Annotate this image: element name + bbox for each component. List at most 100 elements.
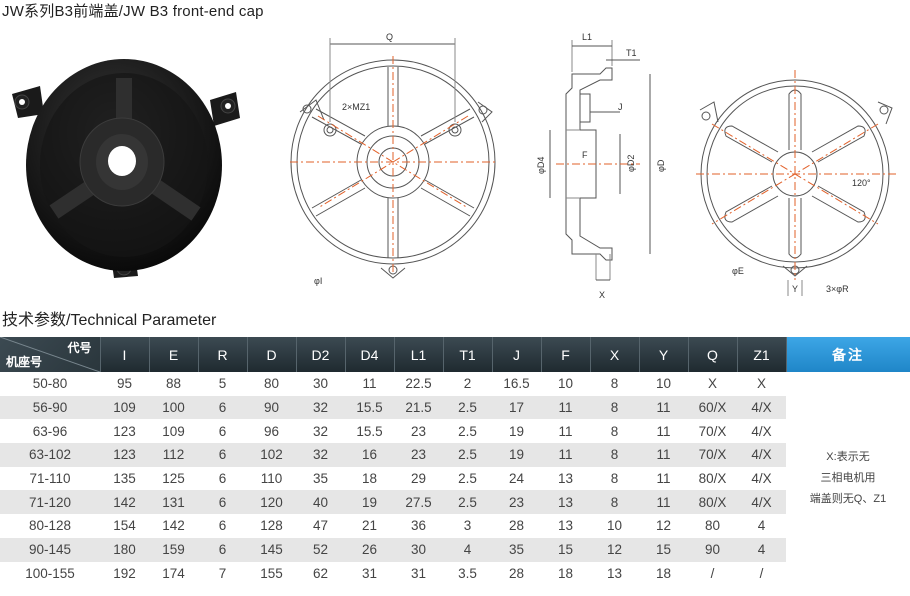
table-cell: 2.5: [443, 490, 492, 515]
table-cell: 30: [296, 372, 345, 396]
table-cell: 100: [149, 395, 198, 420]
table-cell: 154: [100, 514, 149, 538]
table-cell: 10: [639, 372, 688, 396]
table-cell: 88: [149, 372, 198, 396]
table-cell: 17: [492, 395, 541, 420]
table-cell: 11: [541, 443, 590, 467]
table-cell: 31: [394, 561, 443, 586]
table-cell: 31: [345, 561, 394, 586]
column-header: Q: [688, 337, 738, 372]
dim-t1-label: T1: [626, 48, 637, 58]
frame-size-cell: 71-110: [0, 466, 100, 491]
note-line: 三相电机用: [820, 472, 876, 485]
table-cell: 4: [443, 537, 492, 562]
frame-size-cell: 63-102: [0, 443, 100, 467]
dim-j-label: J: [618, 102, 623, 112]
dim-r-label: 3×φR: [826, 284, 849, 294]
table-cell: 19: [492, 443, 541, 467]
table-cell: 23: [394, 419, 443, 444]
table-cell: 2: [443, 372, 492, 396]
table-cell: /: [737, 561, 786, 586]
table-cell: 8: [590, 372, 639, 396]
technical-drawings: Q 2×MZ1 φI L1 T1 J F φD4 φD2 φD X: [12, 32, 896, 300]
table-cell: 192: [100, 561, 149, 586]
frame-size-cell: 63-96: [0, 419, 100, 444]
column-header: E: [149, 337, 199, 372]
column-header: X: [590, 337, 640, 372]
table-cell: 6: [198, 443, 247, 467]
table-cell: 13: [541, 514, 590, 538]
table-cell: 123: [100, 419, 149, 444]
table-cell: 142: [149, 514, 198, 538]
table-cell: 90: [688, 537, 737, 562]
table-cell: 8: [590, 443, 639, 467]
table-cell: 11: [639, 419, 688, 444]
dim-e-label: φE: [732, 266, 744, 276]
column-header: Y: [639, 337, 689, 372]
table-cell: 28: [492, 561, 541, 586]
dim-x-label: X: [599, 290, 605, 300]
table-cell: 26: [345, 537, 394, 562]
table-cell: 159: [149, 537, 198, 562]
table-cell: 18: [541, 561, 590, 586]
table-cell: 60/X: [688, 395, 737, 420]
table-cell: 27.5: [394, 490, 443, 515]
table-cell: 11: [639, 395, 688, 420]
corner-top-label: 代号: [67, 341, 92, 355]
table-cell: 2.5: [443, 395, 492, 420]
table-cell: 40: [296, 490, 345, 515]
table-cell: 120: [247, 490, 296, 515]
column-header: D2: [296, 337, 346, 372]
product-photo: [12, 59, 240, 278]
table-cell: 102: [247, 443, 296, 467]
table-cell: 8: [590, 419, 639, 444]
table-cell: 11: [639, 443, 688, 467]
table-cell: 15.5: [345, 419, 394, 444]
table-cell: 95: [100, 372, 149, 396]
dim-d4-label: φD4: [536, 157, 546, 174]
table-cell: 6: [198, 466, 247, 491]
table-cell: 36: [394, 514, 443, 538]
table-cell: 16.5: [492, 372, 541, 396]
table-cell: 13: [590, 561, 639, 586]
table-cell: 145: [247, 537, 296, 562]
corner-header: 代号 机座号: [0, 337, 101, 372]
table-cell: 128: [247, 514, 296, 538]
corner-diagonal-line: [0, 337, 100, 372]
column-header: J: [492, 337, 542, 372]
table-cell: 11: [345, 372, 394, 396]
table-cell: 80/X: [688, 490, 737, 515]
table-cell: 80: [247, 372, 296, 396]
table-cell: 32: [296, 443, 345, 467]
table-cell: 15.5: [345, 395, 394, 420]
table-cell: 80: [688, 514, 737, 538]
table-cell: 24: [492, 466, 541, 491]
table-cell: 70/X: [688, 419, 737, 444]
table-cell: 142: [100, 490, 149, 515]
table-cell: 21.5: [394, 395, 443, 420]
dim-angle-label: 120°: [852, 178, 871, 188]
dim-f-label: F: [582, 150, 588, 160]
table-cell: 18: [345, 466, 394, 491]
table-cell: 18: [639, 561, 688, 586]
table-cell: 62: [296, 561, 345, 586]
table-cell: 2.5: [443, 443, 492, 467]
table-cell: 4/X: [737, 395, 786, 420]
table-cell: 22.5: [394, 372, 443, 396]
table-cell: 6: [198, 514, 247, 538]
table-cell: X: [737, 372, 786, 396]
table-cell: 6: [198, 395, 247, 420]
table-cell: 109: [149, 419, 198, 444]
table-cell: 11: [541, 395, 590, 420]
dim-phi-i-label: φI: [314, 276, 322, 286]
table-cell: 180: [100, 537, 149, 562]
table-cell: 16: [345, 443, 394, 467]
frame-size-cell: 56-90: [0, 395, 100, 420]
section-title: 技术参数/Technical Parameter: [2, 312, 217, 329]
table-cell: 2.5: [443, 419, 492, 444]
